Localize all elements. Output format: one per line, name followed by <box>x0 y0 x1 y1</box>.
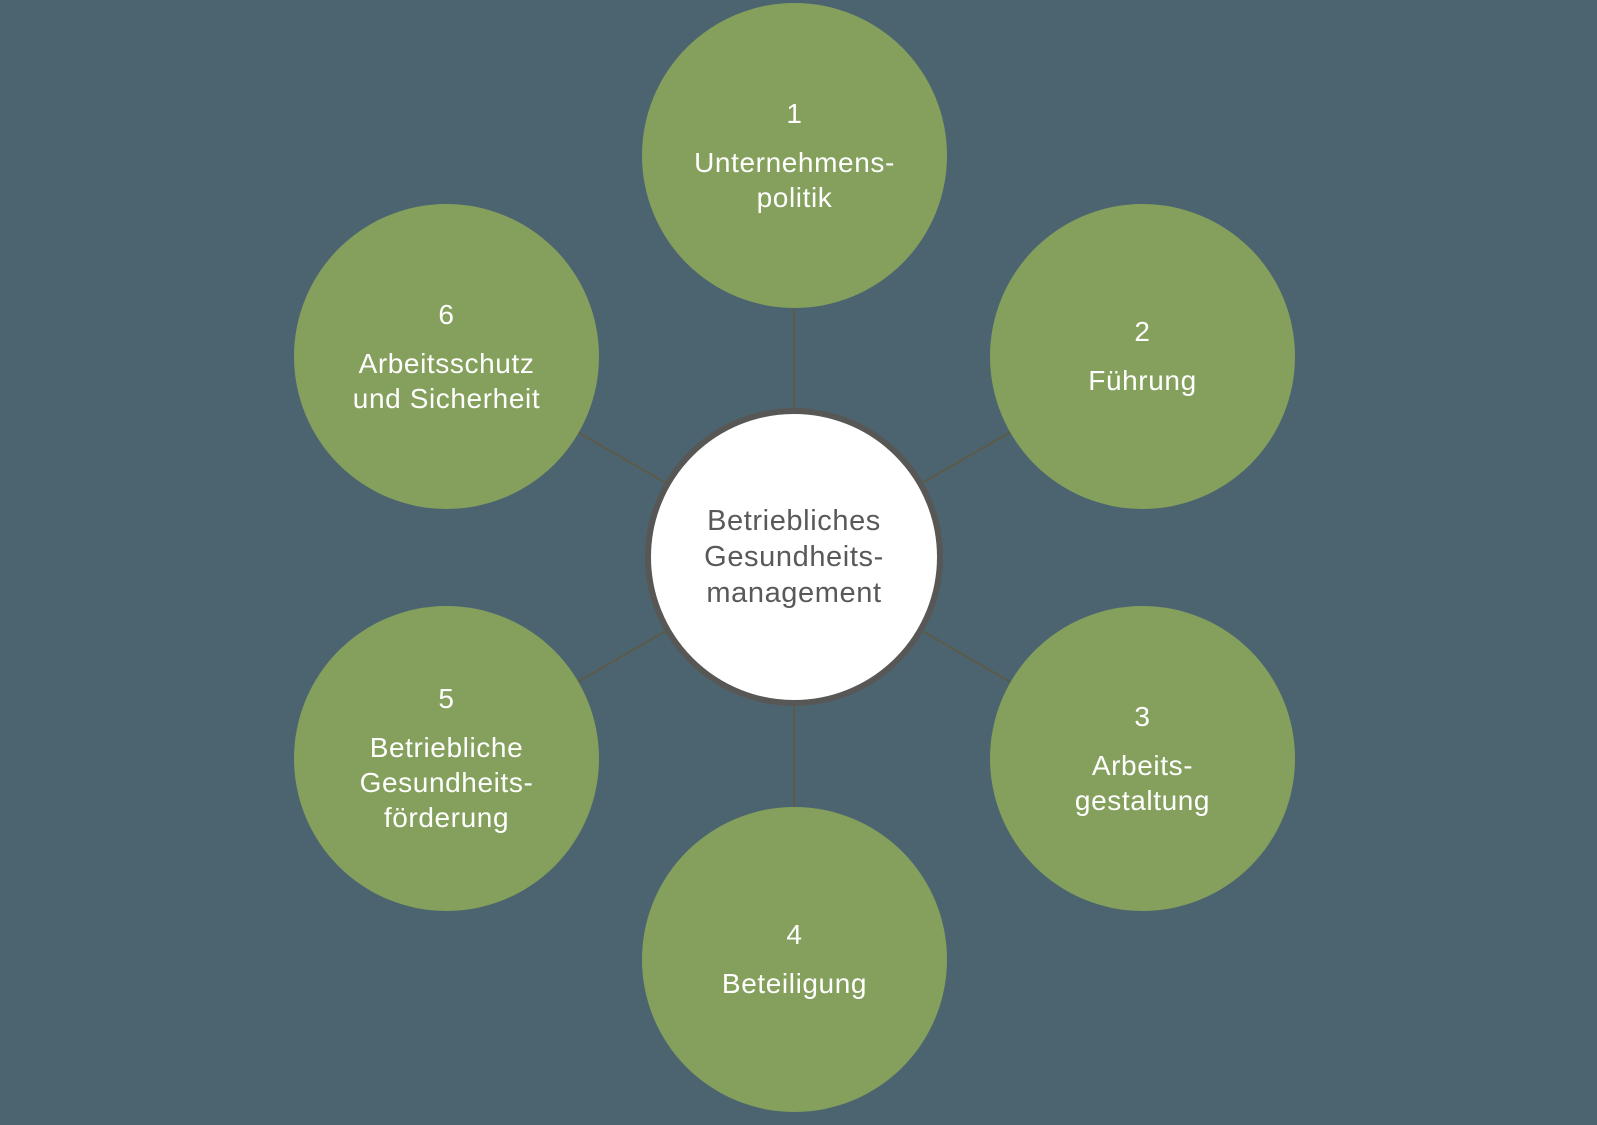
center-label-line: Betriebliches <box>707 505 881 537</box>
node-arbeitsschutz-und-sicherheit: 6 Arbeitsschutz und Sicherheit <box>294 204 599 509</box>
node-number: 4 <box>786 919 803 950</box>
center-label: Betriebliches Gesundheits- management <box>704 503 884 611</box>
node-number: 5 <box>438 683 455 714</box>
node-betriebliche-gesundheitsfoerderung: 5 Betriebliche Gesundheits- förderung <box>294 606 599 911</box>
node-number: 6 <box>438 298 455 330</box>
node-fuehrung: 2 Führung <box>990 204 1295 509</box>
node-number: 1 <box>786 97 803 129</box>
node-unternehmenspolitik: 1 Unternehmens- politik <box>642 3 947 308</box>
node-label: Unternehmens- politik <box>694 145 895 215</box>
node-label: Betriebliche Gesundheits- förderung <box>360 730 534 835</box>
node-label: Arbeitsschutz und Sicherheit <box>353 346 540 416</box>
node-label-line: Beteiligung <box>721 968 868 999</box>
node-label-line: und Sicherheit <box>352 382 541 414</box>
node-label-line: Betriebliche <box>369 732 524 763</box>
node-number: 3 <box>1134 700 1151 732</box>
node-label-line: förderung <box>383 802 510 833</box>
node-arbeitsgestaltung: 3 Arbeits- gestaltung <box>990 606 1295 911</box>
node-label-line: Führung <box>1088 365 1197 396</box>
node-label-line: Unternehmens- <box>694 146 895 178</box>
node-label-line: gestaltung <box>1074 784 1211 816</box>
node-label-line: Arbeits- <box>1091 749 1194 781</box>
node-label-line: politik <box>756 181 833 213</box>
center-label-line: management <box>706 577 882 609</box>
node-label: Beteiligung <box>722 966 867 1001</box>
node-beteiligung: 4 Beteiligung <box>642 807 947 1112</box>
node-label-line: Gesundheits- <box>359 767 534 798</box>
node-number: 2 <box>1134 316 1151 347</box>
center-label-line: Gesundheits- <box>704 541 884 573</box>
node-label: Führung <box>1088 363 1197 398</box>
node-label-line: Arbeitsschutz <box>358 347 535 379</box>
center-node-betriebliches-gesundheitsmanagement: Betriebliches Gesundheits- management <box>645 408 943 706</box>
node-label: Arbeits- gestaltung <box>1075 748 1210 818</box>
